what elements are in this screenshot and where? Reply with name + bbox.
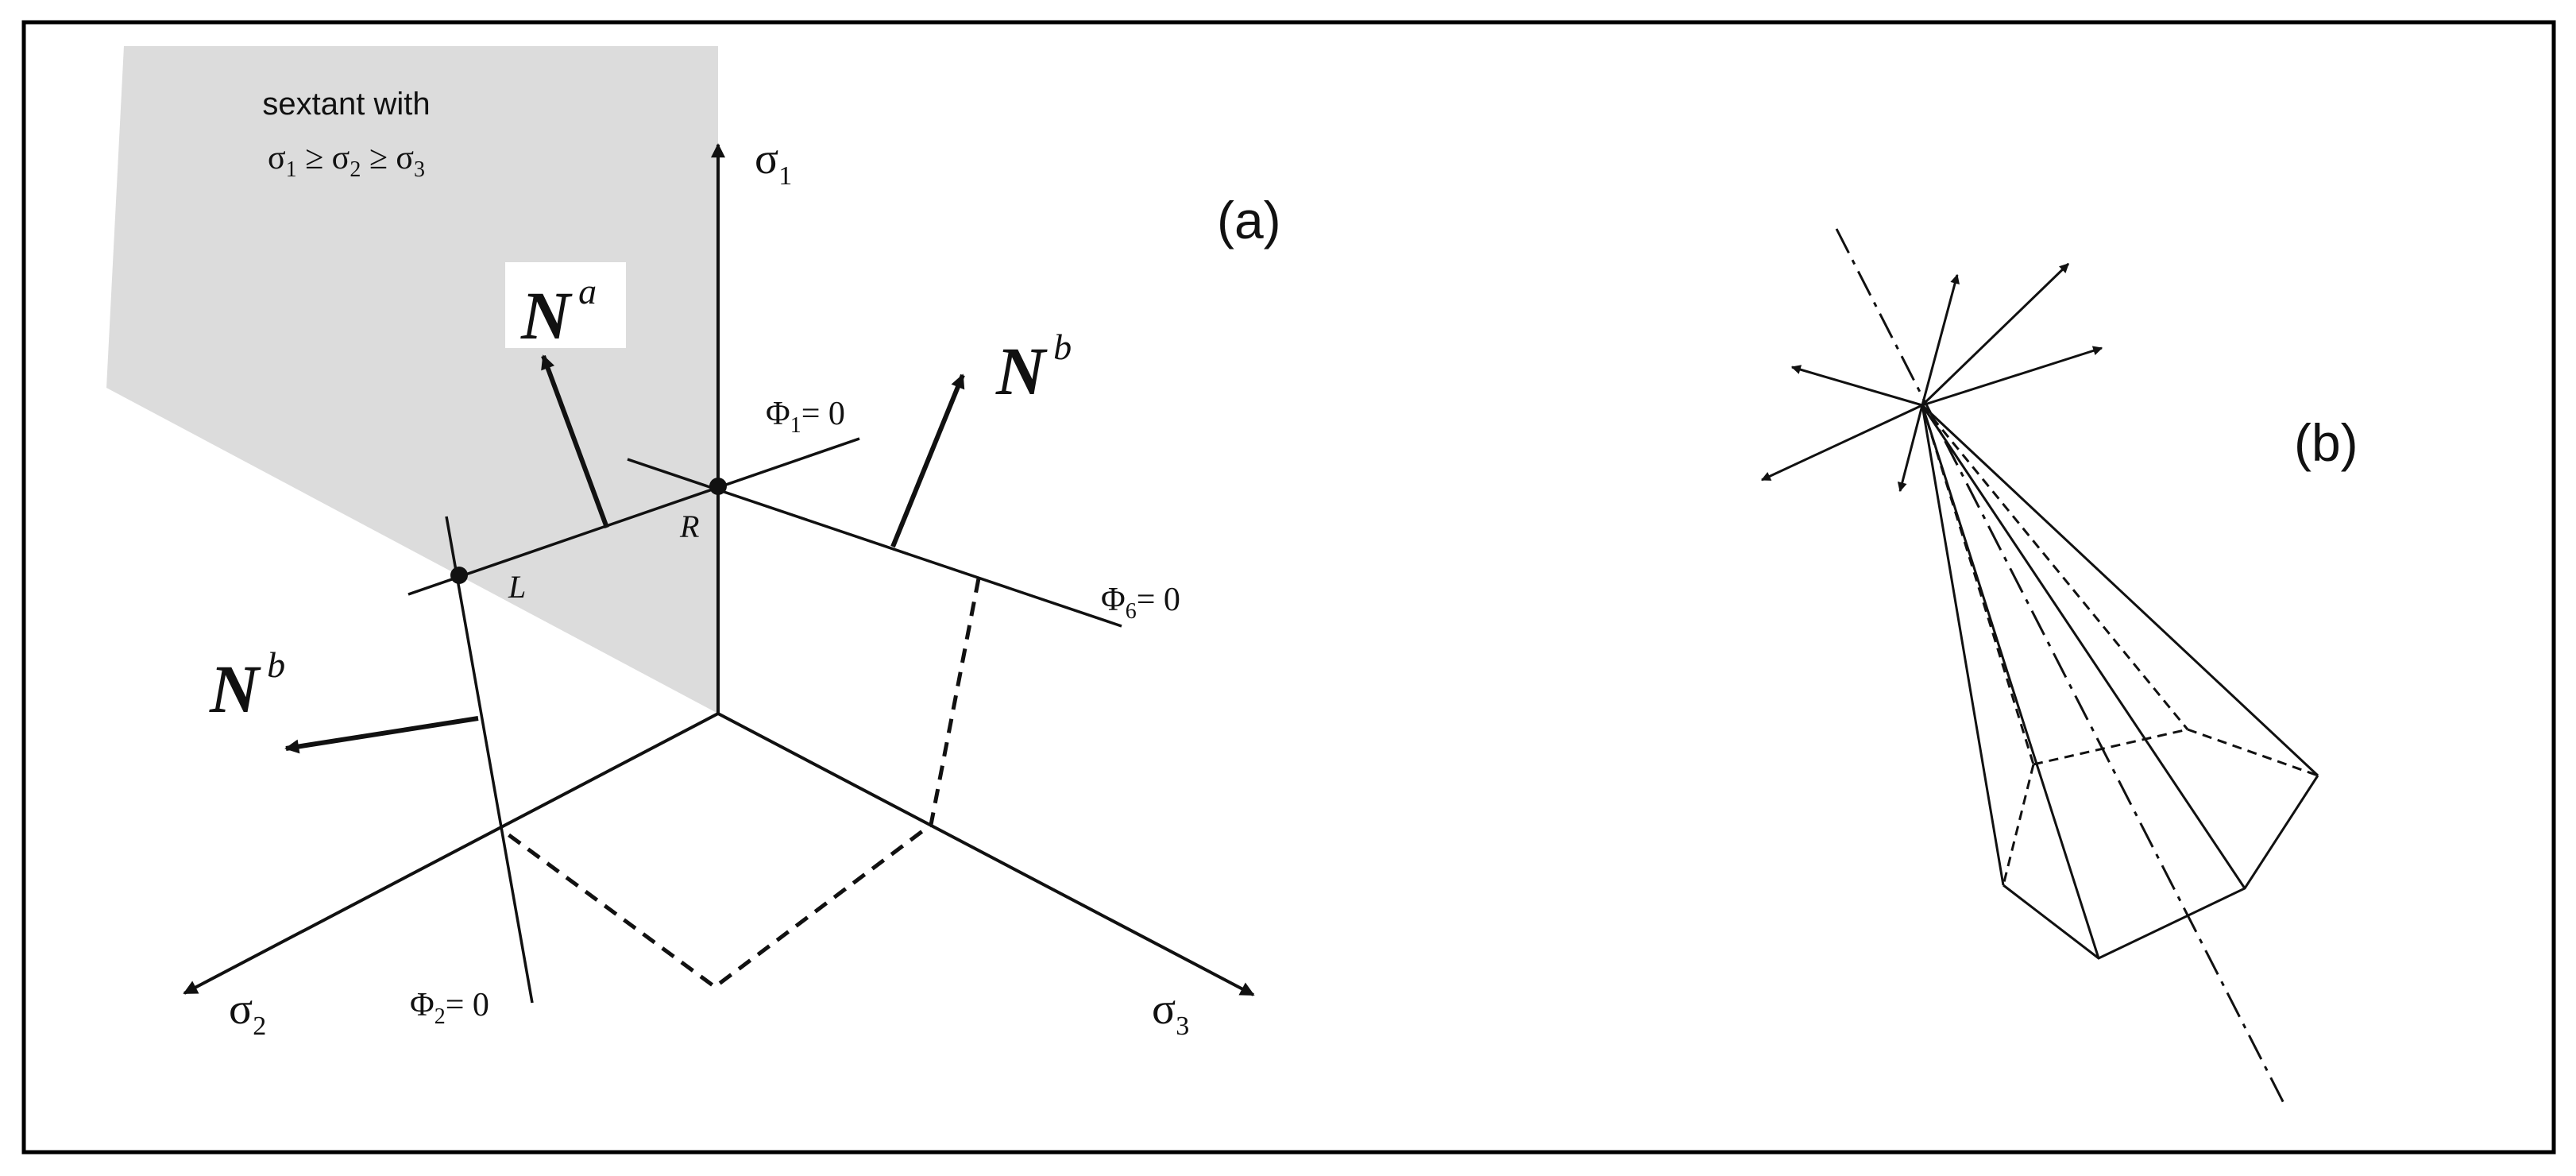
apex-normals <box>1760 262 2103 493</box>
pyramid-edges <box>1921 404 2319 959</box>
hydrostatic-axis <box>1835 228 2288 1108</box>
normal-a-arrow <box>541 354 609 529</box>
panel-b: (b) <box>1760 228 2358 1108</box>
normal-b-arrow-right <box>890 373 965 548</box>
sigma3-label: σ3 <box>1152 985 1189 1041</box>
pyramid-base <box>2002 775 2319 960</box>
phi2-label: Φ2= 0 <box>410 987 489 1029</box>
sigma2-label: σ2 <box>229 985 266 1041</box>
sextant-label: sextant with <box>262 87 430 122</box>
normal-a-label-box <box>505 262 626 348</box>
corner-point-R <box>709 478 727 495</box>
point-R-label: R <box>679 509 699 544</box>
pyramid-hidden-edges <box>1921 404 2319 886</box>
phi6-label: Φ6= 0 <box>1101 582 1180 624</box>
phi2-line <box>445 516 534 1004</box>
dashed-section <box>502 578 981 990</box>
sextant-ordering: σ1 ≥ σ2 ≥ σ3 <box>268 140 425 182</box>
panel-a-label: (a) <box>1217 191 1281 250</box>
normal-b-arrow-left <box>284 716 479 754</box>
sigma2-axis <box>183 712 719 995</box>
corner-point-L <box>450 567 468 584</box>
phi1-line <box>407 437 860 596</box>
sigma3-axis <box>717 712 1255 996</box>
sigma1-label: σ1 <box>755 134 792 191</box>
phi1-label: Φ1= 0 <box>766 396 845 438</box>
panel-a: sextant with σ1 ≥ σ2 ≥ σ3 σ1 σ2 σ3 R L <box>106 46 1281 1041</box>
panel-b-label: (b) <box>2294 413 2358 472</box>
point-L-label: L <box>508 569 526 605</box>
sextant-region <box>106 46 718 714</box>
figure-border <box>21 20 2556 1155</box>
